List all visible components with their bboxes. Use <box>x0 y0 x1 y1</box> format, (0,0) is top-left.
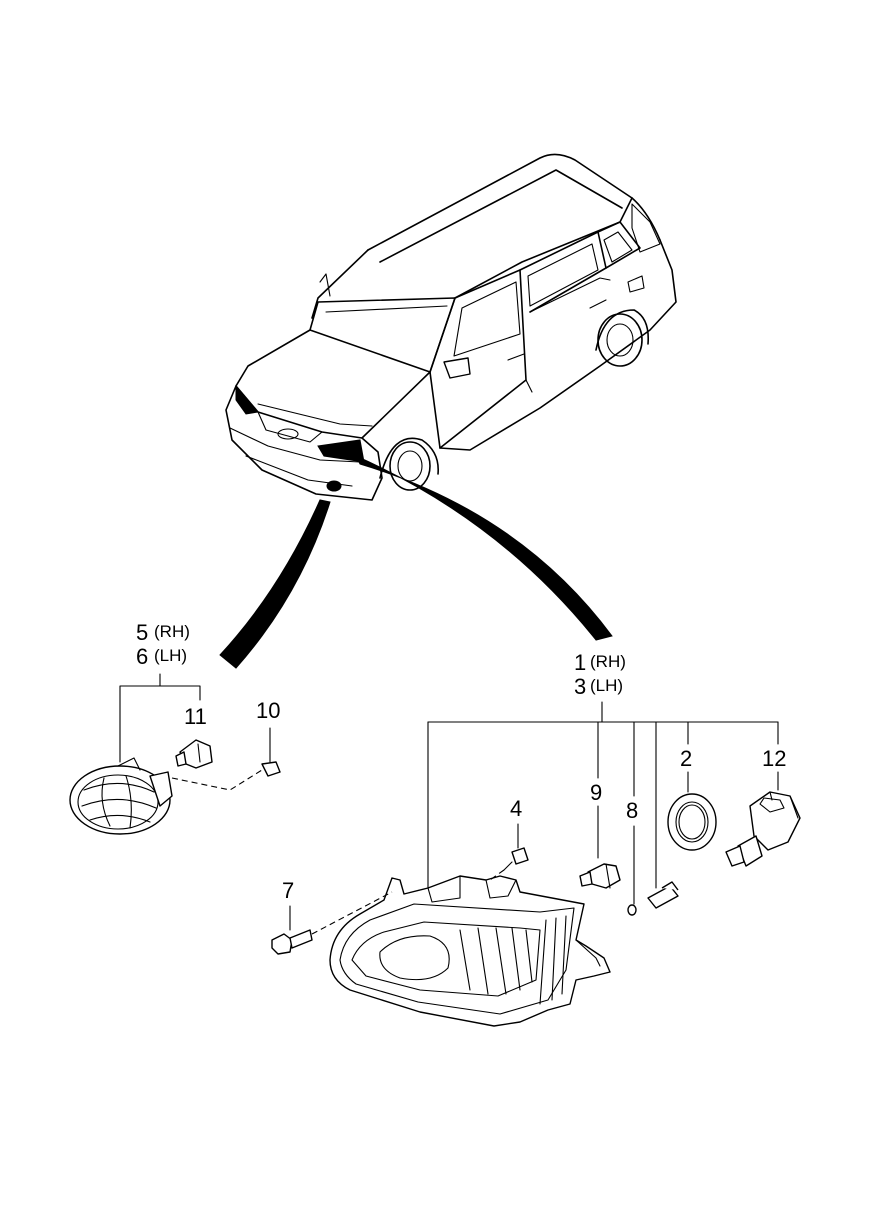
label-part-2: 2 <box>680 746 692 771</box>
label-part-6: 6 <box>136 644 148 669</box>
label-part-5-side: (RH) <box>154 622 190 641</box>
label-part-3-side: (LH) <box>590 676 623 695</box>
label-part-1: 1 <box>574 650 586 675</box>
headlamp-callout-swoosh <box>354 454 613 641</box>
label-part-9: 9 <box>590 780 602 805</box>
bolt-part-7 <box>271 929 313 955</box>
fog-bulb <box>175 739 213 769</box>
label-part-4: 4 <box>510 796 522 821</box>
fog-clip <box>261 761 281 777</box>
fog-lamp-group: 5 (RH) 6 (LH) 11 10 <box>69 620 281 835</box>
fog-lamp-callout-swoosh <box>219 499 331 669</box>
seal-ring-part-2 <box>667 793 717 851</box>
label-part-6-side: (LH) <box>154 646 187 665</box>
bulb-socket <box>647 881 679 909</box>
fog-lamp-housing <box>69 757 173 835</box>
label-part-8: 8 <box>626 798 638 823</box>
screw-part-4 <box>503 847 529 871</box>
label-part-3: 3 <box>574 674 586 699</box>
bulb-part-12 <box>725 791 801 867</box>
label-part-7: 7 <box>282 878 294 903</box>
bulb-part-9 <box>579 863 621 889</box>
label-part-10: 10 <box>256 698 280 723</box>
minivan-illustration <box>225 153 677 501</box>
headlamp-housing <box>329 875 611 1027</box>
bulb-part-8 <box>627 904 637 916</box>
label-part-12: 12 <box>762 746 786 771</box>
label-part-5: 5 <box>136 620 148 645</box>
label-part-1-side: (RH) <box>590 652 626 671</box>
headlamp-group: 1 (RH) 3 (LH) 2 12 9 8 4 7 <box>271 650 801 1027</box>
label-part-11: 11 <box>184 704 207 729</box>
